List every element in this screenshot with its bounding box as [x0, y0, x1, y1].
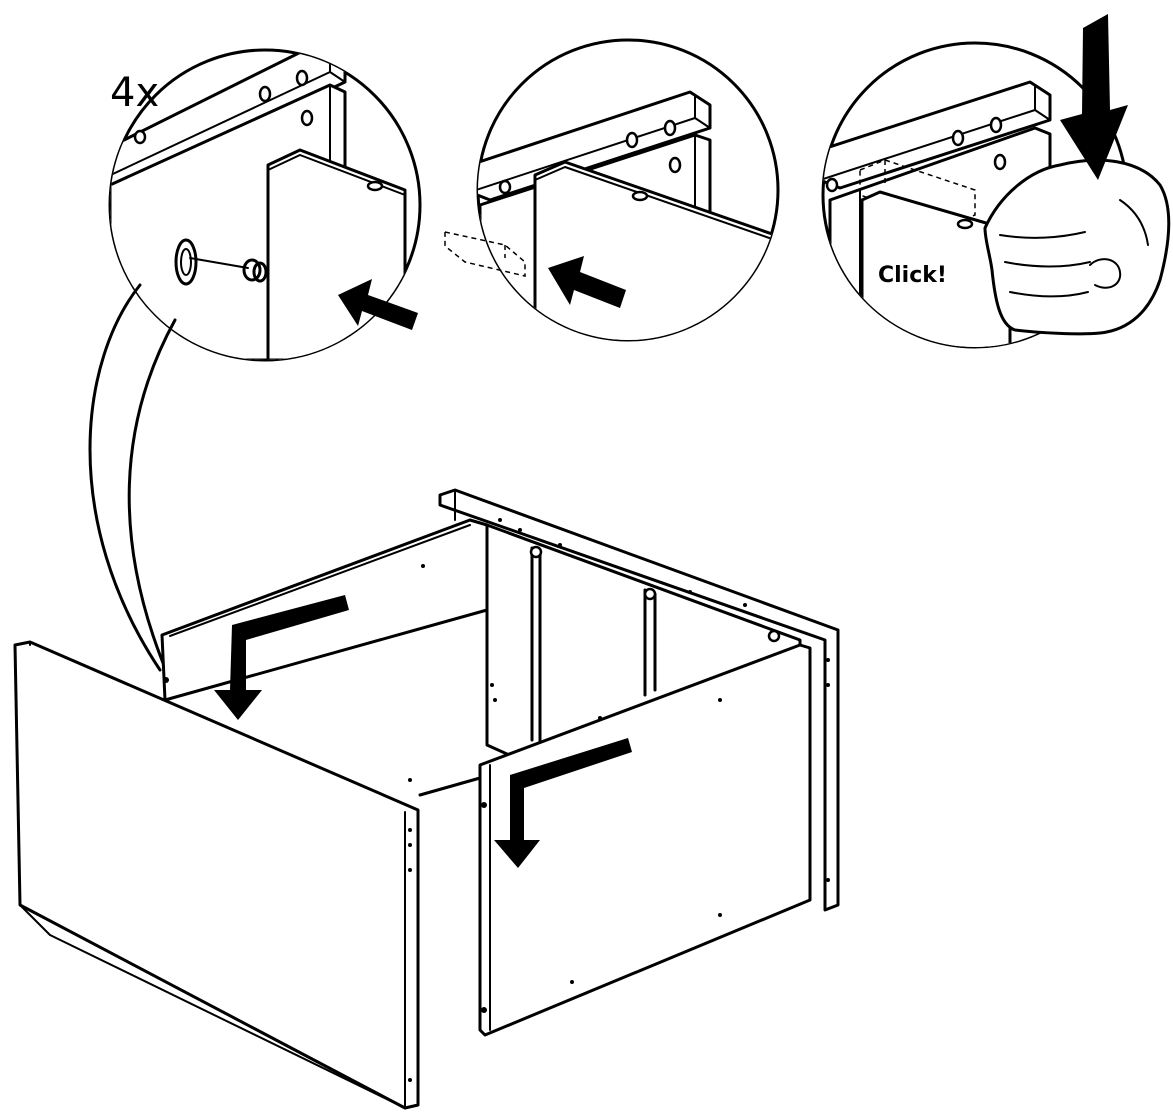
- callout-line-left: [88, 283, 162, 672]
- arrow-icon: [1060, 14, 1128, 180]
- quantity-label: 4x: [110, 70, 159, 116]
- detail-circle-slide-panel: [444, 38, 780, 342]
- front-panel: [13, 640, 420, 1110]
- arrow-icon: [494, 738, 632, 868]
- arrow-icon: [548, 256, 626, 308]
- cabinet-assembly: [13, 488, 840, 1110]
- side-panel-detail: [266, 148, 407, 360]
- click-label: Click!: [878, 263, 947, 288]
- right-side-panel: [478, 643, 812, 1037]
- cabinet-holes: [163, 518, 830, 1082]
- callout-line-right: [127, 318, 177, 682]
- detail-circle-insert-cam: 4x: [108, 48, 422, 362]
- inner-rail-2: [643, 588, 657, 697]
- arrow-icon: [214, 595, 349, 720]
- arrow-icon: [338, 279, 418, 330]
- hand-icon: [983, 158, 1171, 336]
- detail-circle-press-click: Click!: [821, 14, 1171, 349]
- back-panel: [438, 488, 840, 912]
- inner-rail-1: [530, 546, 542, 744]
